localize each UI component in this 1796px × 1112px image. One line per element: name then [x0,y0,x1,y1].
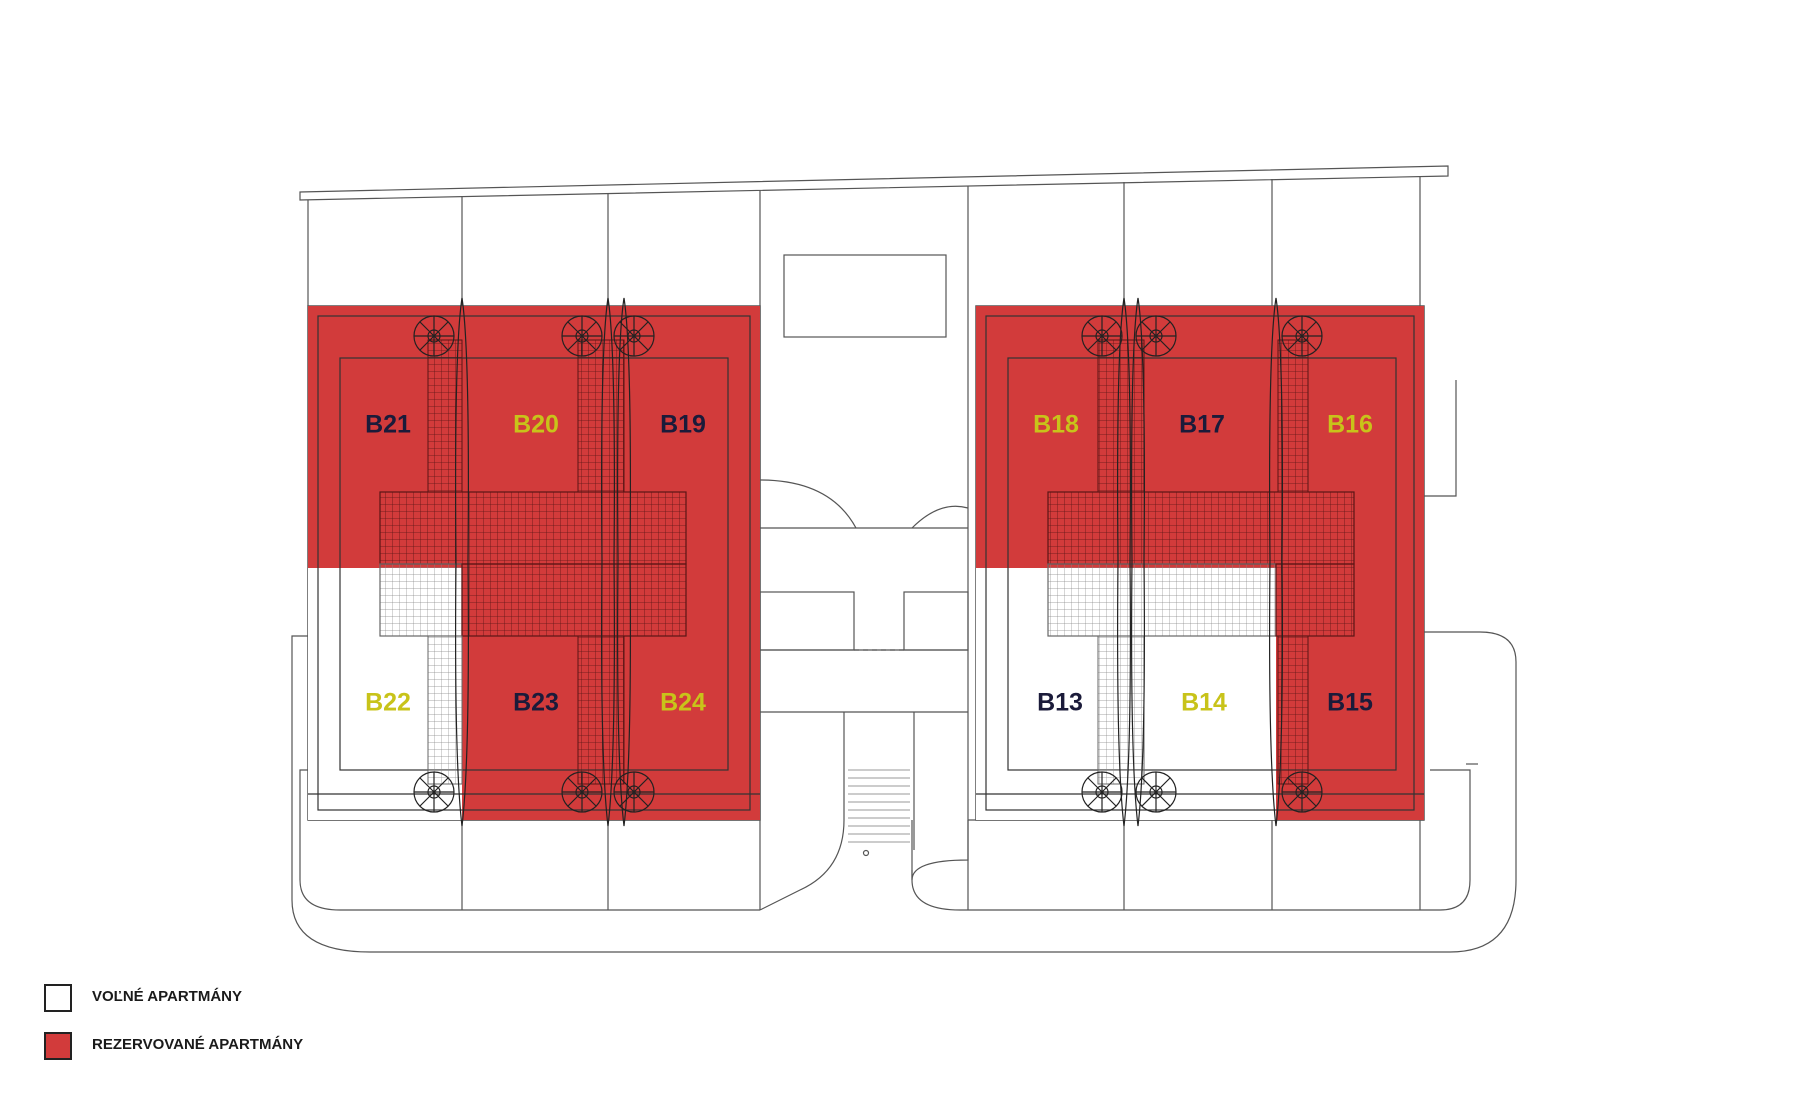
unit-label-b14[interactable]: B14 [1181,689,1227,717]
unit-label-b23[interactable]: B23 [513,689,559,717]
unit-label-b18[interactable]: B18 [1033,411,1079,439]
legend-label-reserved: REZERVOVANÉ APARTMÁNY [92,1036,304,1053]
spiral-staircases-right [1081,315,1323,813]
unit-label-b16[interactable]: B16 [1327,411,1373,439]
legend-swatch-free [44,984,72,1012]
unit-labels: B21 B20 B19 B22 B23 B24 B18 B17 B16 B13 … [365,411,1373,717]
unit-label-b17[interactable]: B17 [1179,411,1225,439]
unit-label-b15[interactable]: B15 [1327,689,1373,717]
legend-item-reserved: REZERVOVANÉ APARTMÁNY [44,1032,444,1066]
building-left [307,297,761,827]
building-right [975,297,1425,827]
unit-label-b22[interactable]: B22 [365,689,411,717]
unit-label-b19[interactable]: B19 [660,411,706,439]
unit-label-b21[interactable]: B21 [365,411,411,439]
unit-label-b20[interactable]: B20 [513,411,559,439]
unit-label-b13[interactable]: B13 [1037,689,1083,717]
legend-swatch-reserved [44,1032,72,1060]
unit-label-b24[interactable]: B24 [660,689,706,717]
legend-label-free: VOĽNÉ APARTMÁNY [92,988,242,1005]
legend-item-free: VOĽNÉ APARTMÁNY [44,984,444,1018]
spiral-staircases-left [413,315,655,813]
